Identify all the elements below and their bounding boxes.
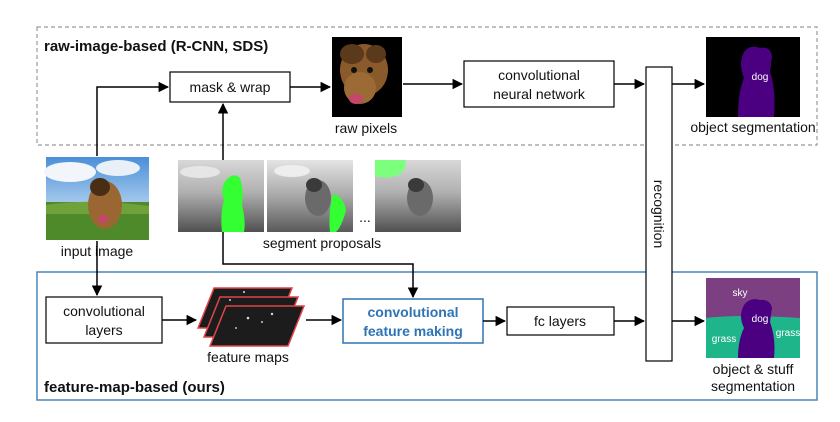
- conv-layers-box: [45, 296, 163, 344]
- conv-layers-label-line2: layers: [85, 322, 122, 338]
- seg-label-dog-top: dog: [752, 72, 769, 83]
- object-segmentation-image: [706, 37, 800, 117]
- fc-layers-label: fc layers: [534, 313, 586, 329]
- raw-image-panel: [36, 26, 818, 146]
- proposals-ellipsis: ...: [359, 209, 371, 225]
- conv-layers-label-line1: convolutional: [63, 303, 145, 319]
- input-image: [44, 157, 149, 240]
- raw-image-panel-title: raw-image-based (R-CNN, SDS): [44, 38, 268, 55]
- segment-proposal-3: [375, 160, 461, 232]
- seg-label-dog-bottom: dog: [752, 314, 769, 325]
- cfm-label-line1: convolutional: [368, 304, 459, 320]
- cfm-box: [342, 298, 484, 344]
- raw-pixels-label: raw pixels: [335, 120, 397, 136]
- object-stuff-segmentation-image: [706, 278, 800, 358]
- object-stuff-label-line1: object & stuff: [713, 361, 794, 377]
- cnn-label-line1: convolutional: [498, 67, 580, 83]
- recognition-box: [645, 66, 673, 362]
- seg-label-grass-right: grass: [776, 328, 800, 339]
- cnn-box: [463, 60, 615, 108]
- mask-wrap-label: mask & wrap: [190, 79, 271, 95]
- recognition-label: recognition: [651, 180, 667, 249]
- segment-proposal-1: [178, 160, 264, 232]
- object-stuff-label-line2: segmentation: [711, 378, 795, 394]
- cfm-label-line2: feature making: [363, 323, 463, 339]
- fc-layers-box: [506, 306, 615, 336]
- object-segmentation-label: object segmentation: [690, 119, 815, 135]
- seg-label-grass-left: grass: [712, 334, 736, 345]
- raw-pixels-image: [332, 37, 402, 117]
- segment-proposal-2: [267, 160, 353, 232]
- feature-maps-label: feature maps: [207, 349, 289, 365]
- arrow-proposals-to-cfm: [222, 232, 419, 299]
- feature-map-panel-title: feature-map-based (ours): [44, 379, 225, 396]
- feature-maps-stack: [196, 287, 306, 347]
- seg-label-sky: sky: [733, 288, 748, 299]
- cnn-label-line2: neural network: [493, 86, 586, 102]
- arrow-input-to-mask: [96, 81, 170, 156]
- feature-map-panel: [36, 271, 818, 401]
- segment-proposals-label: segment proposals: [263, 235, 381, 251]
